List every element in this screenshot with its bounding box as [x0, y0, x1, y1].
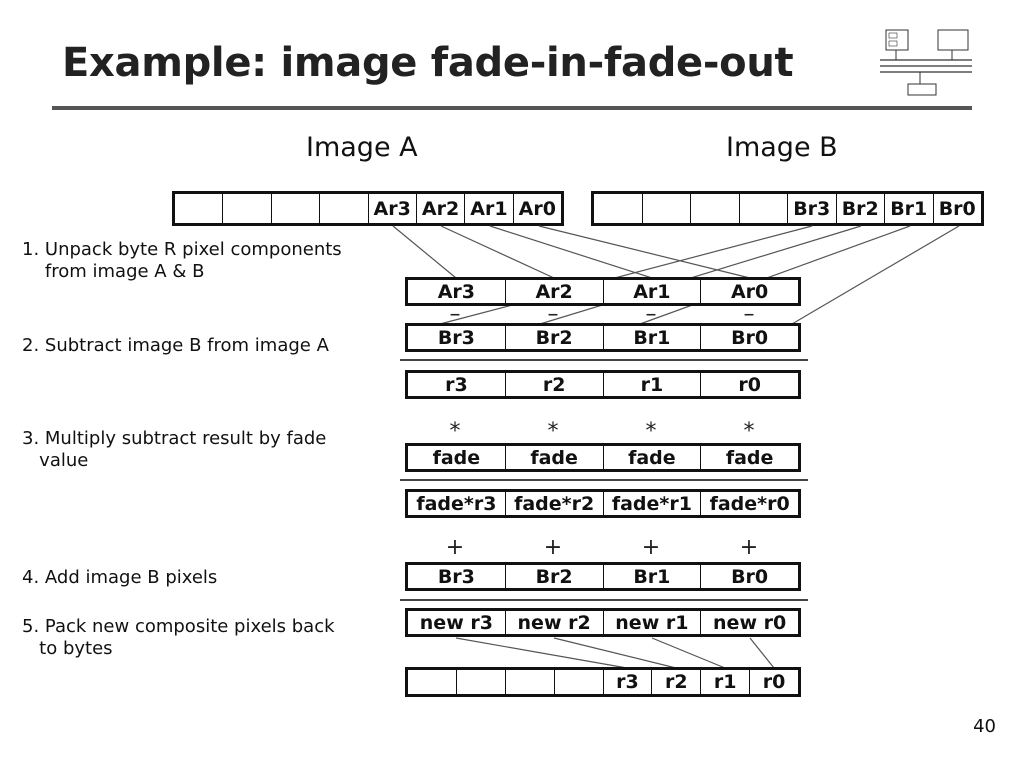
word-cell: r0 [700, 373, 798, 396]
connector-line [455, 637, 628, 669]
connector-line [440, 225, 555, 279]
connector-line [439, 225, 813, 325]
image-b-label: Image B [726, 132, 838, 163]
times-operator: * [645, 419, 657, 444]
image-a-bytes: Ar3 Ar2 Ar1 Ar0 [172, 191, 564, 226]
word-cell: new r0 [700, 611, 798, 634]
minus-operator: – [743, 302, 755, 327]
step-4-text: 4. Add image B pixels [22, 567, 218, 588]
byte-cell: r1 [700, 670, 749, 694]
step-3-text: 3. Multiply subtract result by fade valu… [22, 428, 327, 471]
byte-cell: r3 [602, 670, 652, 694]
word-cell: fade [432, 446, 481, 469]
word-cell: fade*r2 [504, 492, 603, 515]
word-cell: Br1 [602, 326, 701, 349]
byte-cell [504, 670, 554, 694]
byte-cell [553, 670, 603, 694]
connector-line [651, 637, 726, 669]
unpacked-a-row: Ar3 Ar2 Ar1 Ar0 [405, 277, 801, 306]
word-cell: fade*r3 [416, 492, 497, 515]
word-cell: fade [602, 446, 701, 469]
slide-title: Example: image fade-in-fade-out [62, 40, 794, 86]
byte-cell [319, 194, 367, 223]
word-cell: Ar3 [437, 280, 476, 303]
page-number: 40 [973, 716, 996, 737]
difference-row: r3 r2 r1 r0 [405, 370, 801, 399]
unpacked-b-row: Br3 Br2 Br1 Br0 [405, 323, 801, 352]
plus-operator: + [641, 535, 661, 560]
word-cell: Ar2 [504, 280, 603, 303]
connector-line [489, 225, 653, 279]
connector-line [749, 637, 775, 669]
word-cell: Br2 [504, 565, 603, 588]
plus-operator: + [445, 535, 465, 560]
byte-cell [738, 194, 788, 223]
times-operator: * [547, 419, 559, 444]
minus-operator: – [449, 302, 461, 327]
byte-cell: Ar1 [464, 194, 512, 223]
word-cell: new r2 [504, 611, 603, 634]
byte-cell: Br0 [932, 194, 982, 223]
step-1-text: 1. Unpack byte R pixel components from i… [22, 239, 342, 282]
minus-operator: – [547, 302, 559, 327]
word-cell: new r1 [602, 611, 701, 634]
connector-line [553, 637, 677, 669]
result-separator [400, 479, 808, 481]
byte-cell [455, 670, 505, 694]
word-cell: Br1 [602, 565, 701, 588]
word-cell: fade*r0 [700, 492, 798, 515]
byte-cell: Ar2 [415, 194, 464, 223]
word-cell: fade [700, 446, 798, 469]
word-cell: fade*r1 [602, 492, 701, 515]
times-operator: * [743, 419, 755, 444]
image-b-bytes: Br3 Br2 Br1 Br0 [591, 191, 984, 226]
word-cell: r2 [504, 373, 603, 396]
title-divider [52, 106, 972, 110]
result-separator [400, 599, 808, 601]
word-cell: Br3 [437, 326, 475, 349]
add-b-row: Br3 Br2 Br1 Br0 [405, 562, 801, 591]
step-5-text: 5. Pack new composite pixels back to byt… [22, 616, 335, 659]
byte-cell: Ar0 [512, 194, 561, 223]
word-cell: fade [504, 446, 603, 469]
fade-row: fade fade fade fade [405, 443, 801, 472]
connector-line [539, 225, 862, 325]
new-pixels-row: new r3 new r2 new r1 new r0 [405, 608, 801, 637]
byte-cell: r2 [651, 670, 700, 694]
image-a-label: Image A [306, 132, 418, 163]
word-cell: r3 [445, 373, 468, 396]
minus-operator: – [645, 302, 657, 327]
byte-cell [270, 194, 319, 223]
byte-cell [641, 194, 691, 223]
word-cell: new r3 [419, 611, 493, 634]
word-cell: Ar0 [700, 280, 798, 303]
byte-cell: r0 [749, 670, 798, 694]
byte-cell: Br2 [835, 194, 885, 223]
word-cell: r1 [602, 373, 701, 396]
result-separator [400, 359, 808, 361]
product-row: fade*r3 fade*r2 fade*r1 fade*r0 [405, 489, 801, 518]
byte-cell [690, 194, 739, 223]
times-operator: * [449, 419, 461, 444]
packed-bytes-row: r3 r2 r1 r0 [405, 667, 801, 697]
connector-line [791, 225, 960, 325]
byte-cell: Br1 [884, 194, 933, 223]
connector-line [392, 225, 457, 279]
word-cell: Br0 [700, 326, 798, 349]
byte-cell [222, 194, 270, 223]
connector-line [639, 225, 911, 325]
word-cell: Ar1 [602, 280, 701, 303]
word-cell: Br0 [700, 565, 798, 588]
plus-operator: + [739, 535, 759, 560]
word-cell: Br2 [504, 326, 603, 349]
word-cell: Br3 [437, 565, 475, 588]
byte-cell: Ar3 [367, 194, 416, 223]
byte-cell: Br3 [787, 194, 836, 223]
architecture-diagram-icon [880, 29, 972, 96]
connector-line [538, 225, 751, 279]
step-2-text: 2. Subtract image B from image A [22, 335, 329, 356]
plus-operator: + [543, 535, 563, 560]
byte-cell [408, 670, 456, 694]
